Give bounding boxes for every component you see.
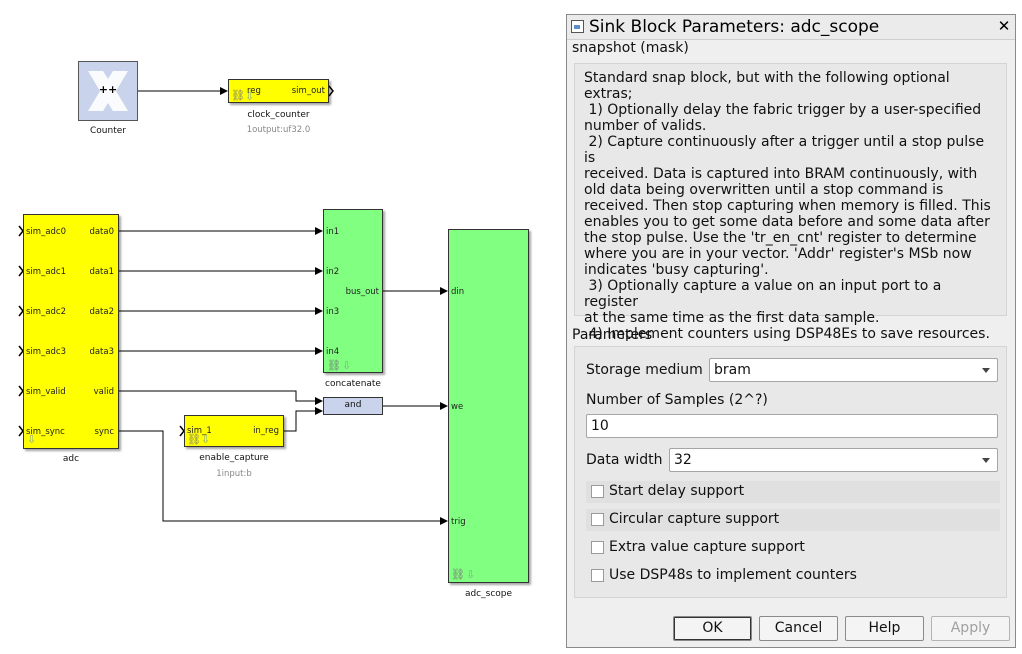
link-icon: ⛓ xyxy=(231,89,245,102)
clock-counter-subcaption: 1output:uf32.0 xyxy=(246,125,311,135)
clock-counter-block[interactable]: reg sim_out ⛓ ⇩ xyxy=(228,79,329,103)
adc-out-port: data2 xyxy=(89,307,114,317)
adc-scope-in-port: we xyxy=(451,402,464,412)
circular-capture-label: Circular capture support xyxy=(609,511,780,527)
dsp48-label: Use DSP48s to implement counters xyxy=(609,567,857,583)
mask-description: Standard snap block, but with the follow… xyxy=(584,70,991,342)
start-delay-checkbox-row[interactable]: Start delay support xyxy=(586,481,1000,503)
data-width-value: 32 xyxy=(674,452,692,468)
concatenate-block[interactable]: in1 in2 in3 in4 bus_out ⛓ ⇩ xyxy=(323,209,383,373)
down-arrow-icon: ⇩ xyxy=(342,359,352,372)
adc-in-port: sim_sync xyxy=(26,427,65,437)
close-icon[interactable]: ✕ xyxy=(997,17,1011,35)
mask-description-panel: Standard snap block, but with the follow… xyxy=(574,63,1007,342)
adc-caption: adc xyxy=(62,454,80,464)
concatenate-in-port: in2 xyxy=(326,267,340,277)
adc-in-port: sim_adc2 xyxy=(26,307,67,317)
cancel-button[interactable]: Cancel xyxy=(759,616,838,641)
down-arrow-icon: ⇩ xyxy=(245,90,255,103)
enable-capture-in-port: sim_1 xyxy=(187,426,212,436)
adc-scope-in-port: trig xyxy=(451,517,466,527)
concatenate-out-port: bus_out xyxy=(345,287,379,297)
apply-button[interactable]: Apply xyxy=(931,616,1010,641)
link-icon: ⛓ xyxy=(451,568,465,581)
down-arrow-icon: ⇩ xyxy=(201,433,211,446)
enable-capture-caption: enable_capture xyxy=(199,453,269,463)
start-delay-checkbox[interactable] xyxy=(591,485,604,498)
enable-capture-subcaption: 1input:b xyxy=(216,469,252,479)
start-delay-label: Start delay support xyxy=(609,483,745,499)
help-button[interactable]: Help xyxy=(845,616,924,641)
ok-button[interactable]: OK xyxy=(673,616,752,641)
adc-out-port: data1 xyxy=(89,267,114,277)
storage-medium-select[interactable]: bram xyxy=(709,358,998,382)
data-width-label: Data width xyxy=(586,452,663,468)
adc-out-port: data0 xyxy=(89,227,114,237)
down-arrow-icon: ⇩ xyxy=(466,568,476,581)
adc-out-port: sync xyxy=(94,427,114,437)
num-samples-value: 10 xyxy=(591,418,609,434)
concatenate-in-port: in1 xyxy=(326,227,340,237)
parameters-panel: Storage medium bram Number of Samples (2… xyxy=(574,346,1007,598)
enable-capture-out-port: in_reg xyxy=(253,426,279,436)
xilinx-logo-icon xyxy=(88,71,128,111)
storage-medium-label: Storage medium xyxy=(586,362,703,378)
extra-value-checkbox[interactable] xyxy=(591,541,604,554)
clock-counter-in-port: reg xyxy=(247,86,261,96)
wire-sync xyxy=(119,430,448,525)
chevron-down-icon xyxy=(982,458,990,463)
model-canvas[interactable]: ++ Counter reg sim_out ⛓ ⇩ clock_counter… xyxy=(0,0,565,654)
link-icon: ⛓ xyxy=(187,433,201,446)
block-parameters-dialog: Sink Block Parameters: adc_scope ✕ snaps… xyxy=(566,14,1016,648)
concatenate-in-port: in3 xyxy=(326,307,340,317)
adc-in-port: sim_adc0 xyxy=(26,227,67,237)
adc-block[interactable]: sim_adc0 sim_adc1 sim_adc2 sim_adc3 sim_… xyxy=(23,214,119,449)
wire-valid xyxy=(119,390,323,405)
adc-in-port: sim_adc1 xyxy=(26,267,67,277)
counter-glyph: ++ xyxy=(98,83,118,96)
extra-value-checkbox-row[interactable]: Extra value capture support xyxy=(586,537,1000,559)
parameters-group-label: Parameters xyxy=(572,327,653,343)
and-block[interactable]: and xyxy=(323,397,383,415)
enable-capture-block[interactable]: sim_1 in_reg ⛓ ⇩ xyxy=(184,415,284,447)
adc-out-port: data3 xyxy=(89,347,114,357)
clock-counter-caption: clock_counter xyxy=(247,110,310,120)
dsp48-checkbox-row[interactable]: Use DSP48s to implement counters xyxy=(586,565,1000,587)
dsp48-checkbox[interactable] xyxy=(591,569,604,582)
circular-capture-checkbox-row[interactable]: Circular capture support xyxy=(586,509,1000,531)
extra-value-label: Extra value capture support xyxy=(609,539,805,555)
adc-scope-in-port: din xyxy=(451,287,465,297)
adc-scope-caption: adc_scope xyxy=(464,589,513,599)
concatenate-in-port: in4 xyxy=(326,347,340,357)
adc-in-port: sim_valid xyxy=(26,387,66,397)
storage-medium-value: bram xyxy=(714,362,751,378)
simulink-app-icon xyxy=(571,20,584,33)
num-samples-input[interactable]: 10 xyxy=(586,414,998,438)
down-arrow-icon: ⇩ xyxy=(27,433,37,446)
circular-capture-checkbox[interactable] xyxy=(591,513,604,526)
adc-scope-block[interactable]: din we trig ⛓ ⇩ xyxy=(448,229,529,583)
adc-out-port: valid xyxy=(93,387,114,397)
counter-caption: Counter xyxy=(90,126,126,136)
num-samples-label: Number of Samples (2^?) xyxy=(586,392,768,408)
concatenate-caption: concatenate xyxy=(325,379,381,389)
data-width-select[interactable]: 32 xyxy=(669,448,998,472)
wire-in-reg xyxy=(284,407,323,432)
dialog-titlebar[interactable]: Sink Block Parameters: adc_scope ✕ xyxy=(567,15,1015,40)
dialog-title: Sink Block Parameters: adc_scope xyxy=(589,17,880,37)
clock-counter-out-port: sim_out xyxy=(291,86,325,96)
mask-type-label: snapshot (mask) xyxy=(572,40,689,56)
and-label: and xyxy=(344,400,362,410)
adc-in-port: sim_adc3 xyxy=(26,347,67,357)
chevron-down-icon xyxy=(982,368,990,373)
counter-block[interactable]: ++ xyxy=(78,61,138,121)
link-icon: ⛓ xyxy=(327,359,341,372)
